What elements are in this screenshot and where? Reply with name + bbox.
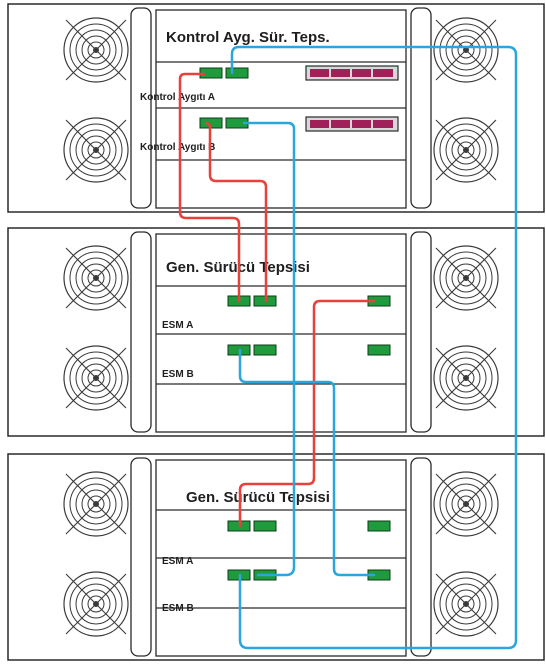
fan-icon: [63, 17, 129, 83]
port-green[interactable]: [253, 344, 277, 356]
fan-icon: [63, 245, 129, 311]
cable-red: [178, 72, 241, 303]
esm-a-label: ESM A: [162, 556, 193, 567]
right-handle: [410, 457, 432, 657]
cable-red: [238, 299, 376, 528]
right-handle: [410, 231, 432, 433]
drive-tray-1: Gen. Sürücü Tepsisi ESM A ESM B: [7, 227, 545, 437]
fan-icon: [433, 571, 499, 637]
fan-icon: [433, 471, 499, 537]
port-green[interactable]: [367, 520, 391, 532]
port-green[interactable]: [367, 344, 391, 356]
fan-icon: [433, 245, 499, 311]
right-handle: [410, 7, 432, 209]
controller-b: Kontrol Aygıtı B: [140, 116, 399, 153]
controller-a: Kontrol Aygıtı A: [140, 65, 399, 103]
fan-icon: [63, 571, 129, 637]
fan-icon: [433, 345, 499, 411]
esm-b-label: ESM B: [162, 603, 194, 614]
left-handle: [130, 7, 152, 209]
port-green[interactable]: [225, 67, 249, 79]
drive-tray-title: Gen. Sürücü Tepsisi: [186, 489, 330, 506]
fan-icon: [63, 471, 129, 537]
fan-icon: [63, 117, 129, 183]
fan-icon: [433, 17, 499, 83]
port-green[interactable]: [253, 520, 277, 532]
controller-a-label: Kontrol Aygıtı A: [140, 92, 215, 103]
cable-blue: [242, 121, 296, 577]
esm-a-label: ESM A: [162, 320, 193, 331]
left-handle: [130, 457, 152, 657]
controller-bay: [155, 9, 407, 209]
cable-red: [204, 121, 268, 303]
drive-tray-2: Gen. Sürücü Tepsisi ESM A ESM B: [7, 453, 545, 661]
cable-blue: [238, 348, 376, 577]
fan-icon: [433, 117, 499, 183]
controller-tray-title: Kontrol Ayg. Sür. Teps.: [166, 29, 330, 46]
cable-blue: [230, 45, 518, 650]
controller-tray: Kontrol Ayg. Sür. Teps. Kontrol Aygıtı A…: [7, 3, 545, 213]
fan-icon: [63, 345, 129, 411]
cables: [178, 45, 518, 650]
controller-b-label: Kontrol Aygıtı B: [140, 142, 215, 153]
left-handle: [130, 231, 152, 433]
drive-bay: [155, 233, 407, 433]
esm-b-label: ESM B: [162, 369, 194, 380]
